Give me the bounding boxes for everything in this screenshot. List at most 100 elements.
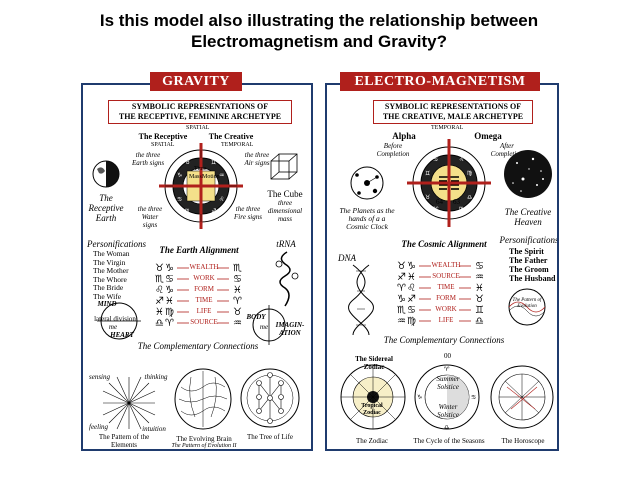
svg-text:♌: ♌ [155, 285, 164, 296]
svg-text:♑: ♑ [397, 294, 406, 305]
em-header: ELECTRO-MAGNETISM [340, 72, 540, 91]
svg-text:♐: ♐ [155, 296, 164, 307]
tropical-zodiac-label: Tropical Zodiac [361, 403, 383, 416]
pattern-elements-label: The Pattern of the Elements [98, 433, 150, 449]
svg-text:♈: ♈ [165, 318, 174, 329]
gravity-panel: SYMBOLIC REPRESENTATIONS OF THE RECEPTIV… [81, 83, 313, 451]
svg-text:♐: ♐ [407, 294, 416, 305]
svg-text:♈: ♈ [433, 206, 439, 213]
svg-text:♒: ♒ [233, 318, 242, 329]
svg-text:♊: ♊ [475, 305, 484, 316]
em-row-wealth: WEALTH [431, 261, 461, 269]
svg-text:♌: ♌ [407, 283, 416, 294]
svg-text:♎: ♎ [475, 316, 484, 327]
svg-text:♋: ♋ [471, 394, 476, 401]
cosmic-alignment-label: The Cosmic Alignment [401, 239, 487, 249]
mind-heart-diagram [97, 302, 141, 340]
person-woman: The Woman [93, 249, 130, 258]
person-bride: The Bride [93, 283, 124, 292]
seasons-cycle-icon: ♑♋♈♎ [414, 364, 480, 431]
em-num-64: 64 [436, 198, 443, 206]
gravity-center-mass: Mass [189, 174, 202, 180]
svg-text:♉: ♉ [425, 194, 430, 201]
alpha-label: Alpha [392, 131, 416, 141]
cube-icon [270, 153, 298, 180]
gravity-header: GRAVITY [150, 72, 242, 91]
svg-text:♌: ♌ [219, 196, 224, 203]
title-line-1: Is this model also illustrating the rela… [99, 11, 539, 30]
em-symbolic-box: SYMBOLIC REPRESENTATIONS OF THE CREATIVE… [373, 100, 533, 124]
svg-text:♈: ♈ [397, 283, 406, 294]
svg-text:♓: ♓ [155, 307, 164, 318]
sidereal-zodiac-label: The Sidereal Zodiac [355, 355, 393, 371]
gravity-water-signs: the three Water signs [137, 205, 163, 229]
gravity-row-life: LIFE [196, 307, 212, 315]
svg-text:♏: ♏ [397, 305, 406, 316]
svg-text:♎: ♎ [467, 194, 472, 201]
mind-label: MIND [97, 300, 117, 308]
body-imagination-diagram [252, 305, 286, 345]
svg-text:♒: ♒ [475, 272, 484, 283]
gravity-row-source: SOURCE [190, 318, 218, 326]
svg-text:♏: ♏ [155, 274, 164, 285]
gravity-me-label: me [108, 323, 118, 331]
svg-text:♑: ♑ [417, 394, 422, 401]
horoscope-label: The Horoscope [501, 437, 545, 445]
pattern-evolution-label: The Pattern of Evolution [512, 298, 542, 309]
after-completion-label: After Completion [490, 142, 524, 158]
gravity-box-line-2: THE RECEPTIVE, FEMININE ARCHETYPE [118, 112, 282, 121]
em-row-life: LIFE [438, 316, 454, 324]
cube-sub-label: three dimensional mass [267, 199, 303, 223]
intuition-label: intuition [142, 425, 166, 433]
svg-text:♉: ♉ [155, 263, 164, 274]
person-husband: The Husband [509, 274, 556, 283]
svg-text:♊: ♊ [211, 159, 216, 166]
dna-icon [348, 264, 374, 336]
svg-text:♏: ♏ [233, 263, 242, 274]
svg-text:♉: ♉ [185, 159, 190, 166]
gravity-symbolic-box: SYMBOLIC REPRESENTATIONS OF THE RECEPTIV… [108, 100, 292, 124]
em-complementary-label: The Complementary Connections [383, 335, 505, 345]
seasons-00-label: 00 [444, 352, 451, 360]
gravity-spatial-label: SPATIAL [186, 125, 210, 131]
tree-of-life-icon [240, 368, 300, 428]
sensing-label: sensing [89, 373, 110, 381]
svg-text:♑: ♑ [407, 261, 416, 272]
person-wife: The Wife [93, 291, 122, 301]
gravity-personifications-heading: Personifications [87, 239, 146, 249]
svg-text:♋: ♋ [407, 305, 416, 316]
sidereal-zodiac-icon [340, 364, 406, 430]
trna-label: tRNA [276, 239, 296, 249]
person-mother: The Mother [93, 266, 129, 275]
em-num-63: 63 [453, 198, 460, 206]
page-title: Is this model also illustrating the rela… [0, 10, 638, 52]
gravity-box-line-1: SYMBOLIC REPRESENTATIONS OF [131, 102, 269, 111]
evolving-brain-icon [174, 368, 232, 430]
em-row-work: WORK [435, 305, 457, 313]
gravity-creative-label: The Creative [208, 132, 254, 141]
svg-text:♍: ♍ [467, 170, 472, 177]
planets-icon [350, 166, 384, 200]
em-row-form: FORM [436, 294, 456, 302]
gravity-spatial-small: SPATIAL [151, 142, 175, 148]
svg-text:♉: ♉ [397, 261, 406, 272]
em-box-line-1: SYMBOLIC REPRESENTATIONS OF [384, 102, 522, 111]
heart-label: HEART [110, 331, 134, 339]
svg-text:♑: ♑ [165, 285, 174, 296]
em-row-source: SOURCE [432, 272, 460, 280]
em-temporal-label: TEMPORAL [431, 125, 464, 131]
cube-label: The Cube [267, 189, 303, 199]
gravity-complementary-label: The Complementary Connections [137, 341, 259, 351]
person-spirit: The Spirit [509, 247, 544, 256]
gravity-row-work: WORK [193, 274, 215, 282]
person-groom: The Groom [509, 265, 549, 274]
svg-text:♒: ♒ [219, 172, 224, 179]
body-label: BODY [246, 313, 266, 321]
evolving-brain-sub: The Pattern of Evolution II [171, 443, 237, 449]
gravity-earth-signs: the three Earth signs [131, 151, 165, 167]
svg-text:♋: ♋ [233, 274, 242, 285]
em-panel: SYMBOLIC REPRESENTATIONS OF THE CREATIVE… [325, 83, 559, 451]
em-persons-list: The Spirit The Father The Groom The Husb… [509, 247, 555, 283]
gravity-alignment-rows: WEALTH WORK FORM TIME LIFE SOURCE [189, 262, 219, 328]
receptive-earth-globe [92, 160, 120, 188]
